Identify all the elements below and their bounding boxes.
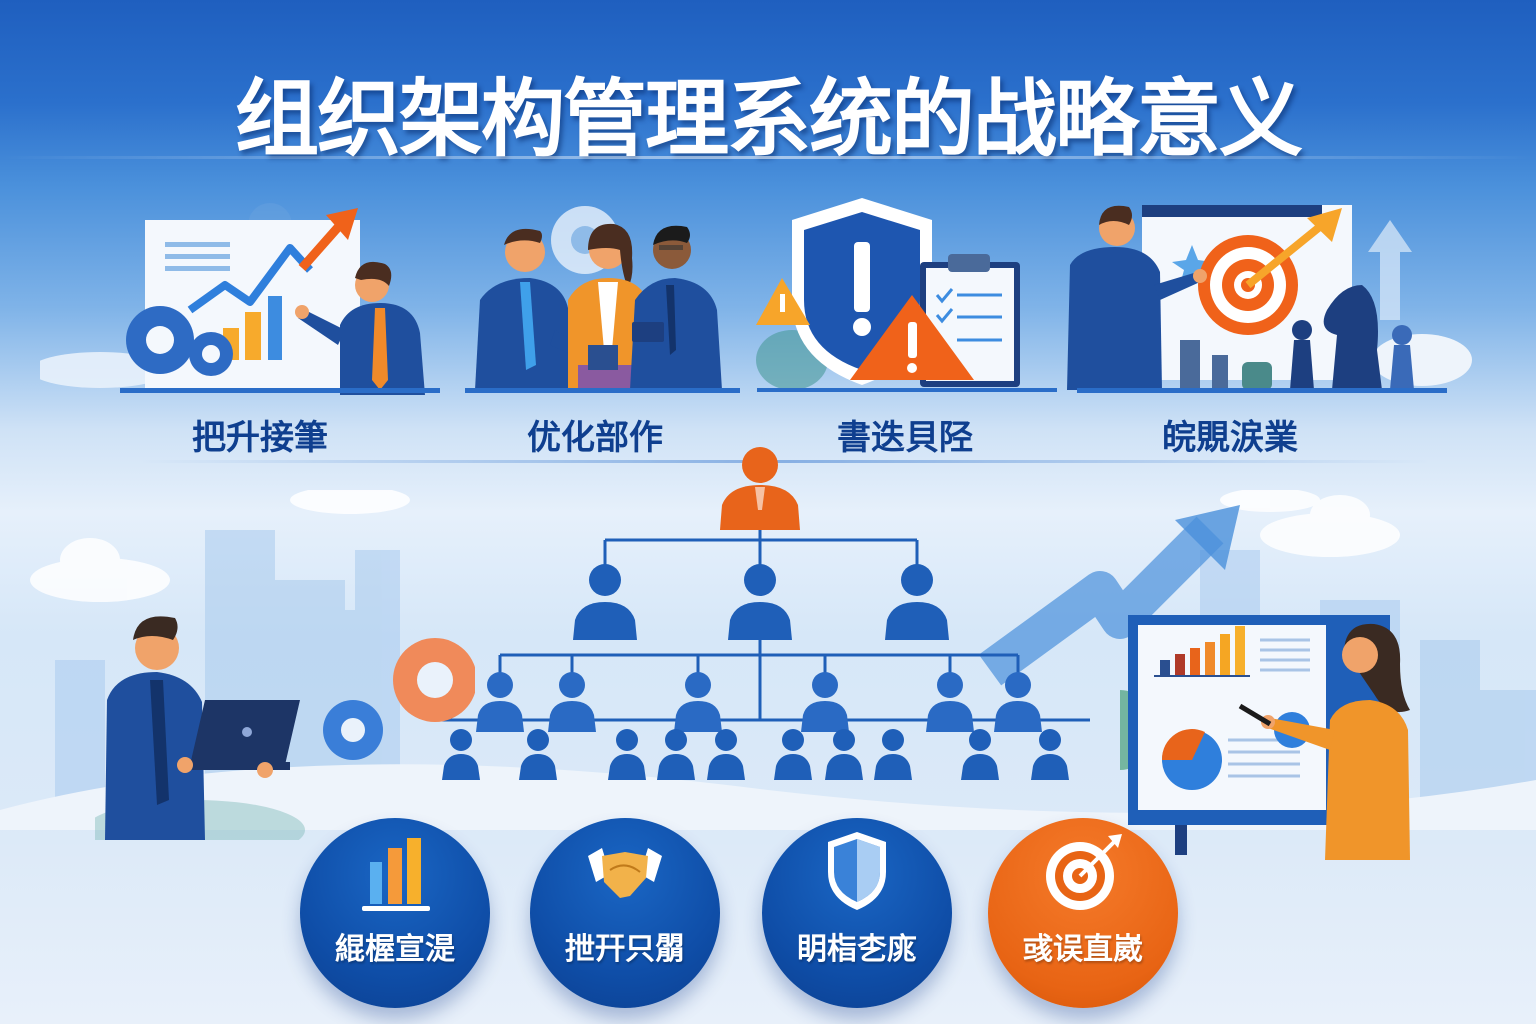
org-chart (430, 440, 1090, 800)
badge-label-1: 緄楃宣湜 (335, 932, 455, 967)
badge-label-3: 眀栺朰庣 (797, 932, 917, 967)
target-icon (1038, 826, 1128, 916)
badge-label-4: 彧误直崴 (1023, 932, 1143, 967)
badge-security[interactable]: 眀栺朰庣 (762, 818, 952, 1008)
bar-chart-icon (350, 826, 440, 916)
badge-target[interactable]: 彧误直崴 (988, 818, 1178, 1008)
panel-label-3: 書迭貝陉 (837, 418, 973, 458)
org-node-leader (720, 447, 800, 530)
panel-strategy-illustration (1062, 190, 1482, 395)
page-title: 组织架构管理系统的战略意义 (234, 70, 1303, 168)
panel-teamwork-illustration (460, 190, 745, 395)
panel-label-2: 优化部作 (527, 418, 663, 458)
panel-risk-illustration (752, 190, 1062, 395)
woman-presenting-illustration (1120, 610, 1430, 860)
title-divider (0, 156, 1536, 159)
shield-icon (812, 826, 902, 916)
badge-data-insight[interactable]: 緄楃宣湜 (300, 818, 490, 1008)
badge-label-2: 抴幵只朤 (565, 932, 685, 967)
badge-collaboration[interactable]: 抴幵只朤 (530, 818, 720, 1008)
panel-growth-illustration (40, 190, 450, 395)
handshake-icon (580, 826, 670, 916)
man-with-laptop-illustration (95, 600, 475, 840)
panel-label-4: 皖覞涙業 (1162, 418, 1298, 458)
panel-label-1: 把升接筆 (192, 418, 328, 458)
section-divider (140, 460, 1430, 463)
